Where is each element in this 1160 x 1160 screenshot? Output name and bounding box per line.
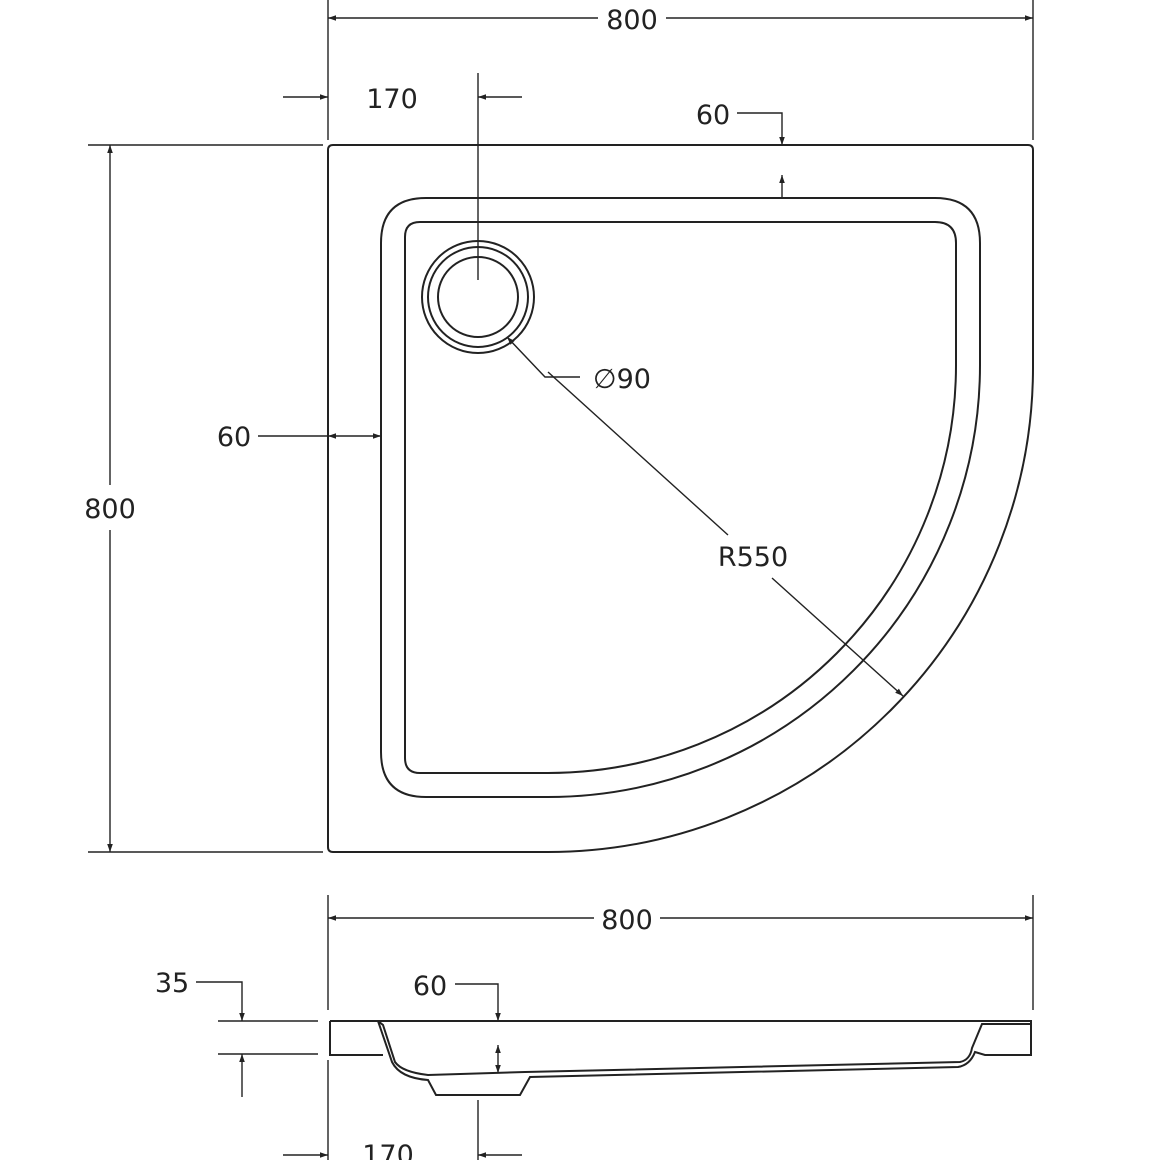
dim-label: 800 bbox=[84, 494, 136, 525]
dim-rim-left: 60 bbox=[217, 422, 381, 453]
dim-side-height: 35 bbox=[155, 968, 318, 1097]
dim-overall-depth: 800 bbox=[84, 144, 323, 853]
rim-outline bbox=[380, 197, 981, 798]
dim-label: 60 bbox=[413, 971, 447, 1002]
side-view: 800 35 60 170 bbox=[155, 895, 1034, 1160]
dim-label: R550 bbox=[718, 542, 788, 573]
dim-label: 35 bbox=[155, 968, 189, 999]
dim-rim-top: 60 bbox=[696, 100, 785, 198]
dim-label: 60 bbox=[696, 100, 730, 131]
dim-side-drain-offset: 170 bbox=[283, 1060, 522, 1160]
plan-view: 800 170 60 800 60 bbox=[84, 0, 1035, 853]
dim-overall-width: 800 bbox=[327, 0, 1034, 140]
basin-outline bbox=[404, 221, 957, 774]
dim-radius: R550 bbox=[547, 371, 904, 697]
dim-drain-offset: 170 bbox=[283, 73, 522, 280]
tray-outline bbox=[327, 144, 1035, 853]
dim-label: 170 bbox=[362, 1140, 414, 1160]
dim-label: 800 bbox=[606, 5, 658, 36]
tray-profile bbox=[329, 1020, 1032, 1096]
dim-label: 60 bbox=[217, 422, 251, 453]
dim-label: 800 bbox=[601, 905, 653, 936]
dim-side-width: 800 bbox=[327, 895, 1034, 1010]
dim-label: ∅90 bbox=[593, 364, 651, 395]
dim-drain-diameter: ∅90 bbox=[506, 336, 651, 395]
dim-side-depth: 60 bbox=[413, 971, 501, 1073]
dim-label: 170 bbox=[366, 84, 418, 115]
